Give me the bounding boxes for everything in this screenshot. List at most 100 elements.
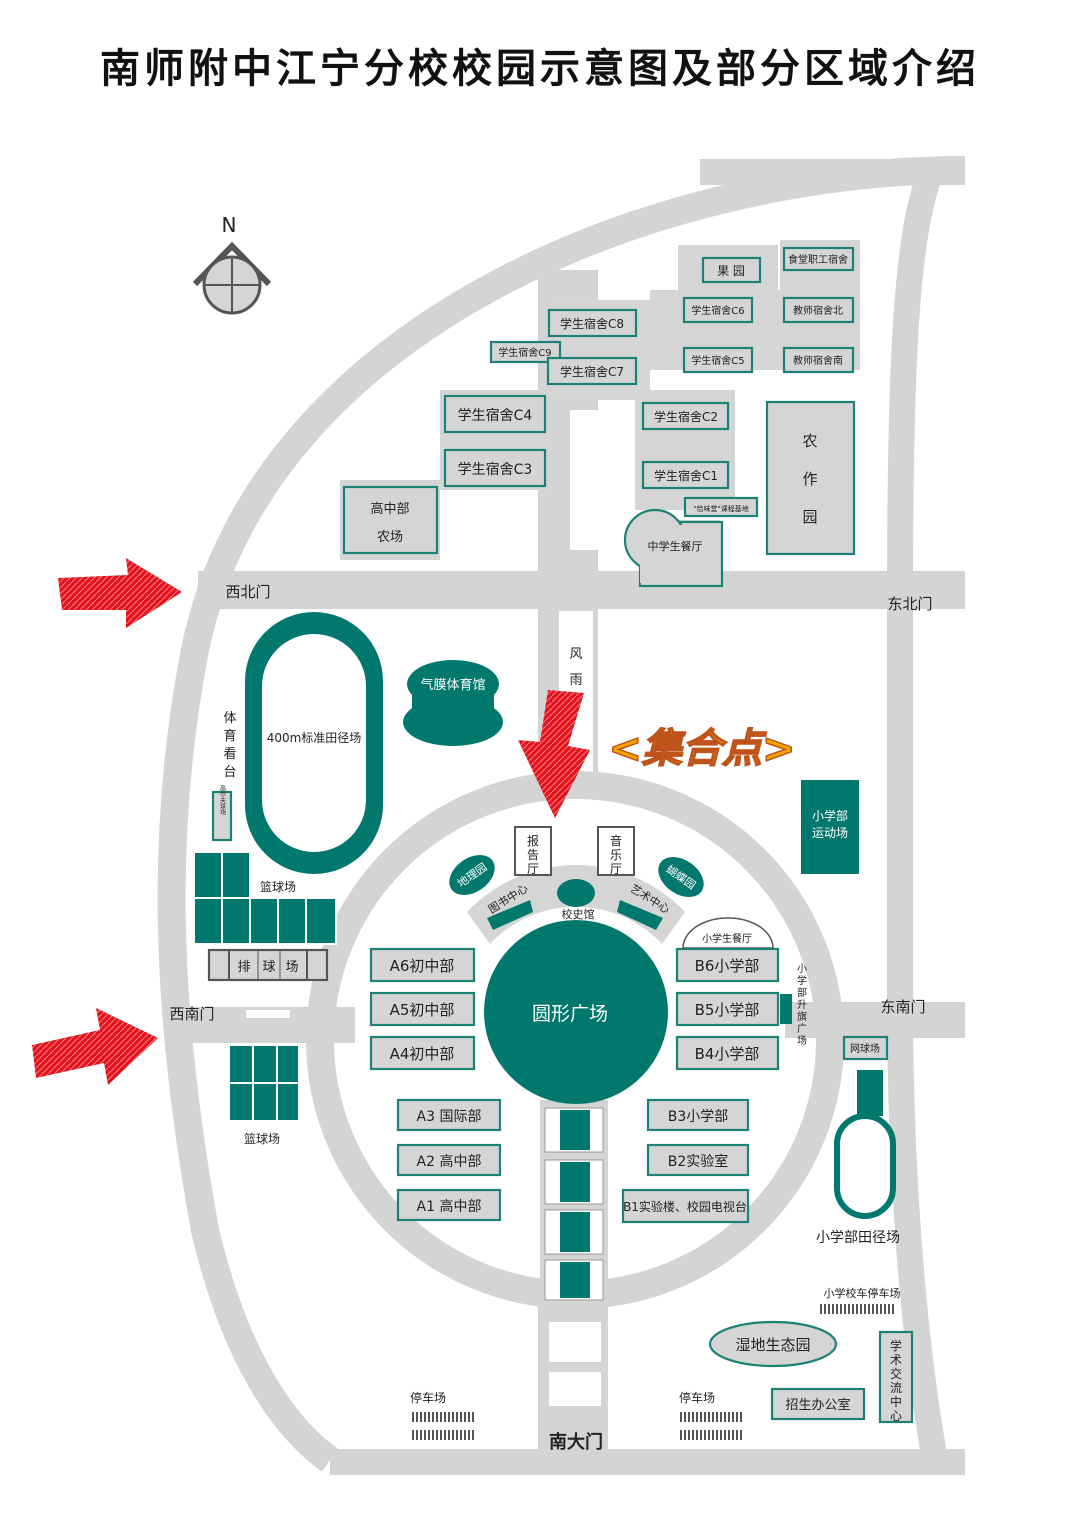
outer-arc-road	[157, 156, 966, 1472]
svg-text:流: 流	[890, 1381, 902, 1395]
gate-southwest: 西南门	[169, 1005, 214, 1023]
butterfly-garden: 蝴蝶园	[658, 857, 704, 897]
svg-text:农场: 农场	[377, 530, 403, 545]
svg-text:停车场: 停车场	[410, 1390, 446, 1405]
svg-text:学生宿舍C7: 学生宿舍C7	[560, 364, 624, 379]
dorm-c2-block: 学生宿舍C2	[641, 401, 730, 431]
svg-text:部: 部	[797, 986, 807, 999]
b4-block: B4小学部	[675, 1035, 780, 1071]
track-field: 400m标准田径场	[245, 612, 383, 874]
svg-text:高中部: 高中部	[370, 501, 409, 517]
b6-block: B6小学部	[675, 947, 780, 983]
svg-text:看: 看	[223, 746, 236, 762]
svg-text:果 园: 果 园	[717, 264, 745, 278]
svg-text:中: 中	[890, 1394, 902, 1409]
round-plaza: 圆形广场	[484, 920, 668, 1104]
svg-text:教师宿舍南: 教师宿舍南	[793, 354, 843, 367]
dorm-c3-block: 学生宿舍C3	[443, 448, 547, 488]
flag-square-bar	[780, 994, 792, 1024]
svg-text:升: 升	[797, 999, 807, 1011]
svg-text:排: 排	[237, 960, 250, 975]
svg-text:台: 台	[223, 765, 236, 780]
parking-right: 停车场	[679, 1390, 744, 1440]
orchard-block: 果 园	[701, 256, 762, 284]
gate-northeast: 东北门	[887, 595, 932, 613]
gate-southeast: 东南门	[880, 998, 925, 1016]
volleyball-court: 排 球 场	[207, 948, 329, 982]
arrow-northwest-gate	[58, 558, 182, 628]
svg-text:心: 心	[890, 1409, 902, 1423]
dorm-c8-block: 学生宿舍C8	[547, 308, 638, 338]
svg-text:育: 育	[223, 728, 236, 744]
svg-text:学生宿舍C6: 学生宿舍C6	[691, 304, 744, 317]
fengyu-char-1: 风	[569, 647, 582, 662]
east-road	[887, 164, 948, 1463]
svg-text:旗: 旗	[797, 1010, 807, 1023]
academic-center: 学 术 交 流 中 心	[878, 1330, 914, 1424]
svg-text:厅: 厅	[527, 862, 539, 876]
svg-text:学生宿舍C1: 学生宿舍C1	[654, 468, 718, 483]
svg-text:学: 学	[797, 974, 807, 987]
svg-text:小: 小	[797, 963, 807, 975]
farm-block: 农 作 园	[765, 400, 856, 556]
a1-block: A1 高中部	[396, 1188, 502, 1222]
svg-text:小学生餐厅: 小学生餐厅	[702, 932, 752, 945]
ps-canteen: 小学生餐厅	[682, 917, 774, 949]
music-hall: 音 乐 厅	[597, 826, 635, 876]
svg-text:B4小学部: B4小学部	[695, 1045, 760, 1063]
svg-text:农: 农	[802, 432, 817, 450]
axis-white-strip	[570, 410, 600, 550]
svg-text:小学校车停车场: 小学校车停车场	[824, 1286, 901, 1300]
primary-sports-field: 小学部 运动场	[801, 780, 859, 874]
svg-text:术: 术	[890, 1353, 902, 1367]
svg-text:体: 体	[223, 711, 236, 726]
dorm-c9-block: 学生宿舍C9	[489, 340, 562, 364]
svg-text:作: 作	[802, 470, 817, 488]
svg-text:学: 学	[890, 1338, 902, 1353]
svg-text:报: 报	[527, 833, 539, 848]
basketball-court-south	[228, 1044, 300, 1122]
stand-label: 体 育 看 台	[223, 711, 236, 780]
svg-text:音: 音	[610, 833, 622, 848]
svg-text:招生办公室: 招生办公室	[785, 1397, 850, 1413]
teacher-dorm-south-block: 教师宿舍南	[782, 346, 855, 374]
svg-text:B1实验楼、校园电视台: B1实验楼、校园电视台	[623, 1199, 747, 1214]
svg-text:400m标准田径场: 400m标准田径场	[267, 731, 362, 745]
south-axis-blocks	[544, 1107, 604, 1406]
teacher-dorm-north-block: 教师宿舍北	[782, 296, 855, 324]
svg-text:学生宿舍C2: 学生宿舍C2	[654, 409, 718, 424]
svg-text:圆形广场: 圆形广场	[532, 1003, 608, 1025]
gate-northwest: 西北门	[225, 583, 270, 601]
svg-text:学生宿舍C8: 学生宿舍C8	[560, 316, 624, 331]
report-hall: 报 告 厅	[514, 826, 552, 876]
admissions-office: 招生办公室	[770, 1387, 866, 1421]
svg-text:食堂职工宿舍: 食堂职工宿舍	[788, 253, 848, 266]
svg-text:运动场: 运动场	[812, 826, 848, 840]
sw-gate-strip	[246, 1010, 290, 1018]
svg-text:教师宿舍北: 教师宿舍北	[793, 304, 843, 317]
svg-text:学生宿舍C4: 学生宿舍C4	[458, 407, 533, 424]
assembly-point-label: <集合点>	[608, 726, 795, 772]
page-title: 南师附中江宁分校校园示意图及部分区域介绍	[100, 46, 980, 92]
svg-text:A2 高中部: A2 高中部	[417, 1153, 482, 1170]
b1-block: B1实验楼、校园电视台	[621, 1188, 750, 1224]
svg-text:校史馆: 校史馆	[562, 907, 595, 921]
fengyu-char-2: 雨	[569, 673, 582, 688]
svg-text:交: 交	[890, 1366, 902, 1381]
svg-text:A3 国际部: A3 国际部	[417, 1109, 482, 1125]
svg-text:高尔夫球场: 高尔夫球场	[219, 784, 226, 816]
svg-text:园: 园	[802, 508, 817, 526]
dorm-c6-block: 学生宿舍C6	[682, 296, 754, 324]
basketball-court-north	[193, 851, 337, 945]
svg-text:A6初中部: A6初中部	[390, 957, 455, 975]
svg-text:广: 广	[797, 1023, 807, 1035]
primary-track: 小学部田径场	[816, 1113, 900, 1246]
svg-text:停车场: 停车场	[679, 1390, 715, 1405]
b5-block: B5小学部	[675, 991, 780, 1027]
tennis-court: 网球场	[842, 1035, 889, 1116]
basketball-label-south: 篮球场	[244, 1131, 280, 1146]
svg-text:乐: 乐	[610, 848, 622, 862]
a6-block: A6初中部	[369, 947, 476, 983]
b2-block: B2实验室	[646, 1143, 750, 1177]
compass-north-label: N	[222, 213, 237, 237]
